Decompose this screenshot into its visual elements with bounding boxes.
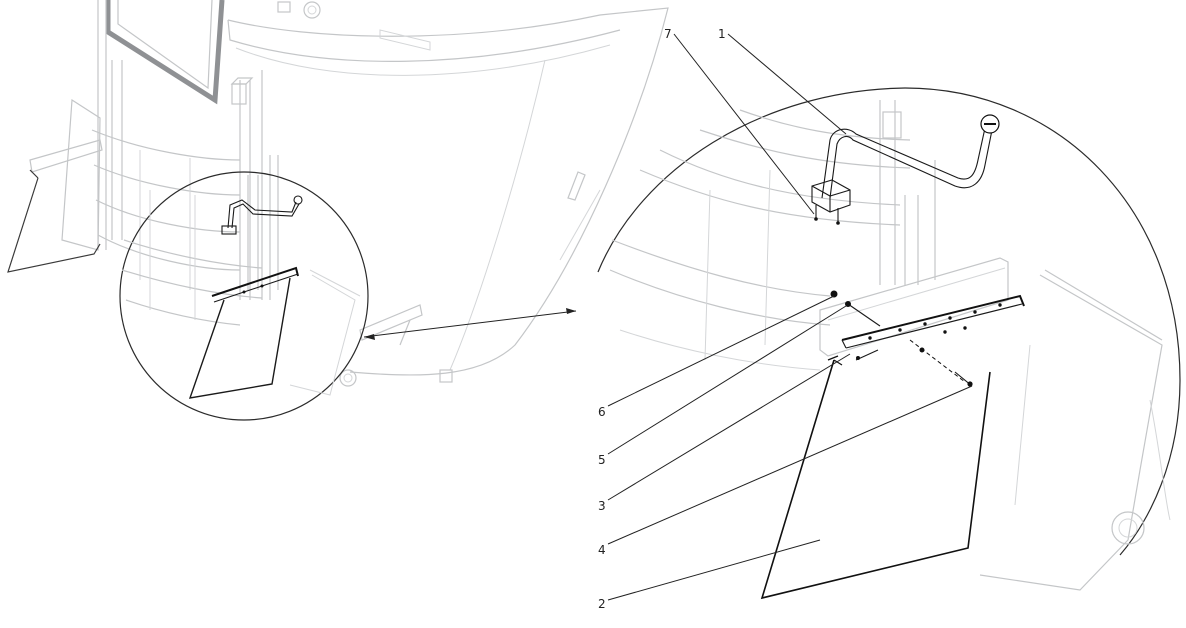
callout-1: 1 [718,27,726,41]
callout-5: 5 [598,453,606,467]
machine-overview [7,0,669,387]
part-3-clamp-bar [841,294,1025,349]
fastener-parts [830,290,973,387]
callout-7: 7 [664,27,672,41]
callout-3: 3 [598,499,606,513]
detail-circle-small [119,171,369,421]
callout-labels: 7 1 6 5 3 4 2 [598,27,726,611]
callout-6: 6 [598,405,606,419]
callout-4: 4 [598,543,606,557]
detail-circle-large [597,87,1181,591]
part-2-mud-flap [760,349,991,600]
part-7-bracket [811,179,851,225]
magnify-arrow [363,308,577,340]
leader-lines [607,33,973,601]
callout-2: 2 [598,597,606,611]
part-1-handle [821,114,1000,199]
